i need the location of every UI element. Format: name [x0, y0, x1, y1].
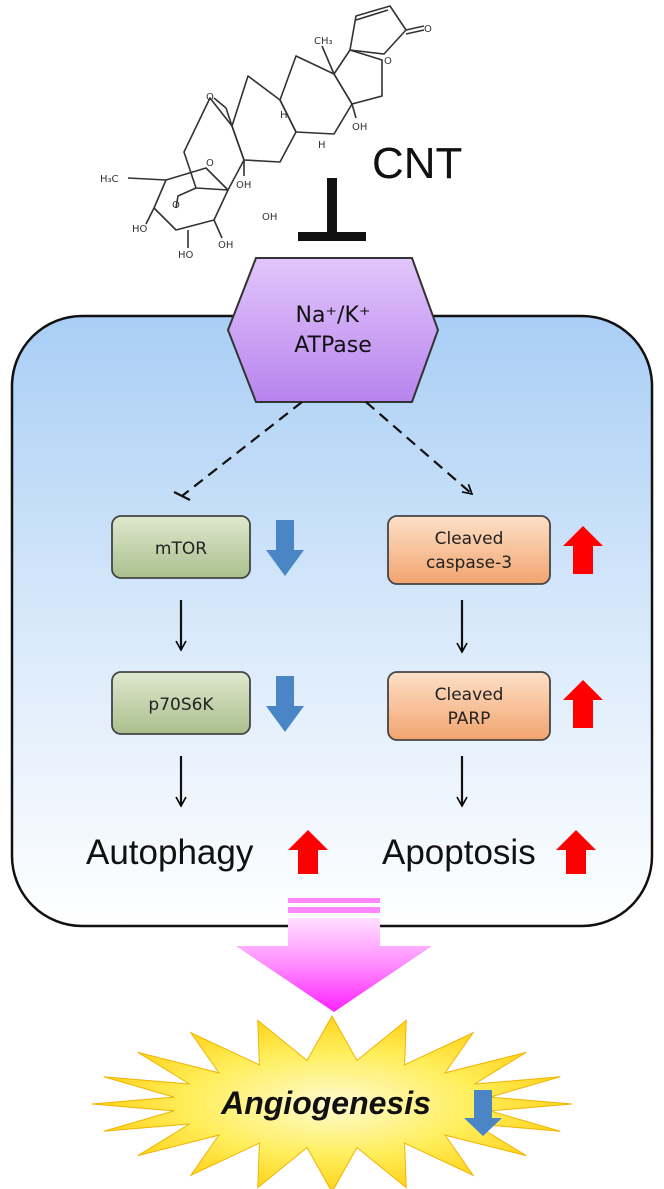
- atom-label: CH₃: [314, 36, 333, 47]
- parp-label-line1: Cleaved: [435, 685, 504, 705]
- angiogenesis-label: Angiogenesis: [220, 1085, 431, 1121]
- caspase3-label-line2: caspase-3: [426, 553, 512, 573]
- up-arrow-icon: [563, 680, 603, 728]
- apoptosis-label: Apoptosis: [382, 833, 536, 872]
- atom-label: H₃C: [100, 174, 119, 185]
- dashed-activate-arrow: [365, 401, 474, 496]
- atom-label: OH: [262, 212, 277, 223]
- right-pathway: Cleaved caspase-3 Cleaved PARP Apoptosis: [382, 515, 603, 874]
- atom-label: O: [206, 92, 214, 103]
- big-down-arrow: [236, 898, 432, 1012]
- parp-label-line2: PARP: [448, 709, 491, 729]
- pump-label-line2: ATPase: [294, 333, 372, 358]
- dashed-arrows: [173, 401, 474, 501]
- compound-label: CNT: [372, 139, 462, 188]
- down-arrow-icon: [266, 676, 304, 732]
- inhibit-bar: [173, 491, 191, 501]
- pump-label-line1: Na⁺/K⁺: [295, 303, 370, 328]
- up-arrow-icon: [556, 830, 596, 874]
- mtor-label: mTOR: [155, 539, 207, 559]
- atom-label: O: [384, 56, 392, 67]
- cnt-molecule: [127, 5, 425, 248]
- down-arrow-icon: [266, 520, 304, 576]
- dashed-inhibit-arrow: [181, 401, 303, 497]
- p70s6k-box: [111, 671, 251, 735]
- down-arrow-icon: [464, 1090, 502, 1136]
- atom-label: HO: [132, 224, 148, 235]
- atom-label: O: [172, 200, 180, 211]
- atom-label: O: [424, 24, 432, 35]
- atom-label: O: [206, 158, 214, 169]
- atom-label: OH: [236, 180, 251, 191]
- autophagy-label: Autophagy: [86, 833, 254, 872]
- parp-box: [387, 671, 551, 741]
- starburst-shape: [91, 1014, 573, 1189]
- atom-label: H: [280, 110, 288, 121]
- p70s6k-label: p70S6K: [148, 695, 214, 715]
- cnt-atom-labels: O O CH₃ O H H OH OH O O H₃C HO HO OH OH: [100, 24, 432, 261]
- caspase3-box: [387, 515, 551, 585]
- atom-label: OH: [352, 122, 367, 133]
- up-arrow-icon: [288, 830, 328, 874]
- inhibition-symbol: [298, 178, 366, 241]
- left-pathway: mTOR p70S6K Autophagy: [86, 515, 328, 874]
- atom-label: HO: [178, 250, 194, 261]
- mtor-box: [111, 515, 251, 579]
- up-arrow-icon: [563, 526, 603, 574]
- na-k-atpase-pump: Na⁺/K⁺ ATPase: [226, 257, 440, 403]
- caspase3-label-line1: Cleaved: [435, 529, 504, 549]
- atom-label: H: [318, 140, 326, 151]
- atom-label: OH: [218, 240, 233, 251]
